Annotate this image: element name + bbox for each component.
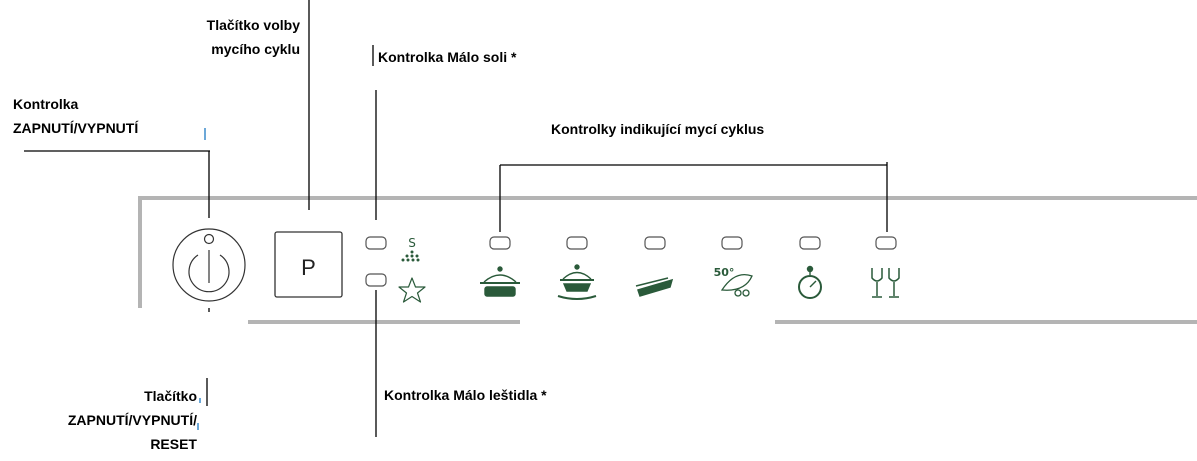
cycle-led-eco [644, 236, 666, 250]
program-button-label: Tlačítko volby mycího cyklu [206, 17, 300, 57]
cycle-led-intensive [489, 236, 511, 250]
svg-text:50°: 50° [714, 266, 735, 279]
salt-indicator-label: Kontrolka Málo soli * [378, 49, 517, 65]
program-button[interactable]: P [274, 231, 343, 298]
panel-frame [138, 196, 1197, 324]
rinse-aid-indicator-led [365, 273, 387, 287]
salt-icon: S [401, 236, 420, 262]
cycle-led-eco50 [721, 236, 743, 250]
power-indicator-label: Kontrolka ZAPNUTÍ/VYPNUTÍ [13, 96, 139, 136]
wine-glass-icon [871, 268, 900, 298]
normal-pot-icon [557, 264, 597, 300]
power-reset-button-label: Tlačítko ZAPNUTÍ/VYPNUTÍ/ RESET [67, 388, 197, 452]
leader-lines [24, 0, 888, 437]
salt-indicator-led [365, 236, 387, 250]
cycle-led-quick [799, 236, 821, 250]
stopwatch-icon [798, 265, 822, 299]
program-button-text: P [301, 255, 316, 280]
rinse-aid-star-icon [398, 277, 426, 303]
svg-text:S: S [408, 236, 416, 250]
eco-plate-icon [635, 277, 674, 297]
power-button-icon[interactable] [172, 228, 246, 302]
cycle-led-glass [875, 236, 897, 250]
cycle-indicators-label: Kontrolky indikující mycí cyklus [551, 121, 765, 137]
rinse-aid-indicator-label: Kontrolka Málo leštidla * [384, 387, 547, 403]
intensive-pot-icon [480, 266, 520, 297]
cycle-led-normal [566, 236, 588, 250]
eco-50-icon: 50° [714, 266, 753, 297]
